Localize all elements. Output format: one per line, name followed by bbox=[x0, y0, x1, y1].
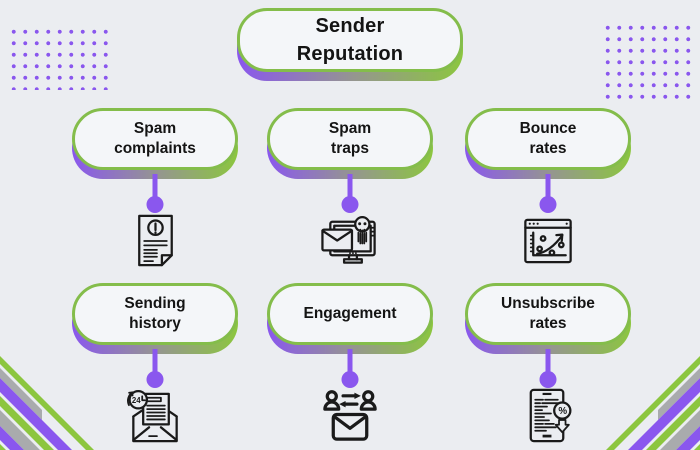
diagonal-stripes-decoration-bottom-left bbox=[0, 356, 94, 450]
label-line: rates bbox=[529, 315, 567, 332]
label-line: Spam bbox=[133, 119, 177, 137]
label-line: Spam bbox=[328, 119, 372, 137]
connector-dot bbox=[146, 371, 164, 388]
label-line: Unsubscribe bbox=[501, 294, 595, 312]
label-line: Sending bbox=[124, 294, 186, 312]
connector-dot bbox=[539, 371, 557, 388]
connector-line bbox=[347, 174, 353, 204]
envelope-clock-24-icon: 24 bbox=[124, 384, 187, 447]
connector-line bbox=[545, 174, 551, 204]
label-line: traps bbox=[331, 140, 369, 157]
label-line: Bounce bbox=[519, 119, 577, 137]
label-line: complaints bbox=[114, 140, 196, 157]
connector-line bbox=[347, 349, 353, 379]
unsubscribe-rates-box: Unsubscribe rates bbox=[465, 283, 631, 345]
label-line: Engagement bbox=[303, 304, 397, 322]
title-line: Sender bbox=[315, 15, 385, 37]
label-line: rates bbox=[529, 140, 567, 157]
people-exchange-envelope-icon bbox=[319, 384, 382, 447]
warning-document-icon bbox=[124, 209, 187, 272]
connector-line bbox=[152, 174, 158, 204]
engagement-box: Engagement bbox=[267, 283, 433, 345]
percent-text: % bbox=[558, 406, 567, 417]
bounce-rates-box: Bounce rates bbox=[465, 108, 631, 170]
spam-complaints-box: Spam complaints bbox=[72, 108, 238, 170]
connector-dot bbox=[539, 196, 557, 213]
title-box: Sender Reputation bbox=[237, 8, 463, 72]
clock-24-text: 24 bbox=[132, 396, 141, 405]
dot-grid-decoration-top-left bbox=[8, 26, 109, 90]
connector-line bbox=[152, 349, 158, 379]
connector-dot bbox=[341, 196, 359, 213]
diagonal-stripes-decoration-bottom-right bbox=[606, 356, 700, 450]
title-line: Reputation bbox=[296, 43, 404, 65]
connector-dot bbox=[341, 371, 359, 388]
dot-grid-decoration-top-right bbox=[602, 22, 697, 102]
sending-history-box: Sending history bbox=[72, 283, 238, 345]
spam-traps-box: Spam traps bbox=[267, 108, 433, 170]
spam-trap-monitor-skull-icon bbox=[319, 209, 382, 272]
growth-chart-icon bbox=[517, 209, 580, 272]
connector-dot bbox=[146, 196, 164, 213]
label-line: history bbox=[129, 315, 181, 332]
connector-line bbox=[545, 349, 551, 379]
tablet-percent-arrow-icon: % bbox=[517, 384, 580, 447]
